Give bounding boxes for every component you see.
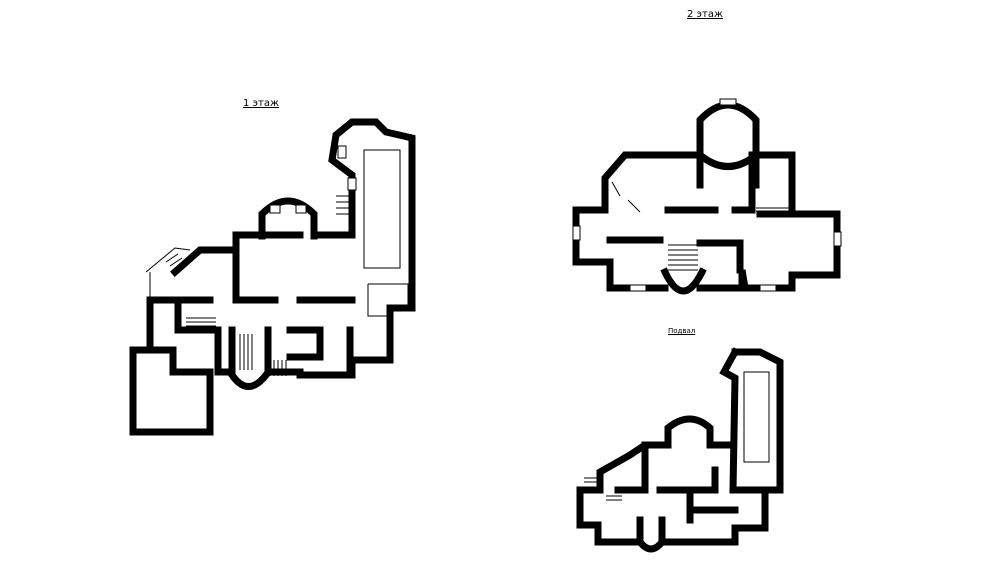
floor-2-stair (668, 244, 698, 271)
floor-1-stair-b (186, 317, 216, 327)
floor-1-window (295, 204, 307, 214)
floor-2-interior (606, 151, 796, 274)
floor-2-stair-b (756, 207, 790, 212)
floor-1-stair-d (336, 195, 350, 215)
floor-2-stair-arch (660, 267, 707, 295)
floor-1-pool (363, 149, 401, 269)
floor-1-porch (145, 247, 191, 300)
floor-2-window (833, 231, 842, 247)
basement-outer-walls (576, 415, 769, 546)
floor-1-pool-wing (296, 118, 416, 379)
basement-stair-arch (636, 516, 666, 553)
floor-2-doors (611, 181, 641, 213)
floor-2-tower (695, 101, 760, 170)
floor-1-interior (214, 326, 354, 379)
floor-2-plan (572, 98, 842, 295)
floor-1-stair-c (269, 360, 287, 376)
floor-1-stair-arch (227, 370, 271, 390)
basement-label: Подвал (668, 327, 696, 335)
floor-1-window (269, 204, 281, 214)
floor-2-window (629, 284, 647, 292)
floor-2-window (572, 225, 581, 241)
floor-1-stair-a (239, 334, 253, 370)
basement-pool (743, 371, 770, 463)
floor-1-window (347, 177, 357, 191)
floor-1-left-walls (129, 296, 222, 436)
floor-1-bay-arch (258, 197, 318, 240)
basement-stair (584, 477, 622, 501)
floor-2-label: 2 этаж (687, 9, 723, 20)
basement-pool-wing (719, 347, 784, 494)
floor-1-label: 1 этаж (243, 98, 279, 109)
floor-1-window (337, 145, 347, 159)
floor-2-window (759, 284, 777, 292)
basement-interior (614, 441, 739, 524)
floor-1-main-walls (170, 231, 356, 304)
floor-2-window (719, 98, 737, 106)
floor-1-plan (129, 118, 416, 436)
basement-plan (576, 347, 784, 553)
floor-1-pool-room (367, 283, 409, 317)
floor-1-stair-e (165, 253, 187, 271)
floor-2-outer-walls (572, 151, 841, 292)
